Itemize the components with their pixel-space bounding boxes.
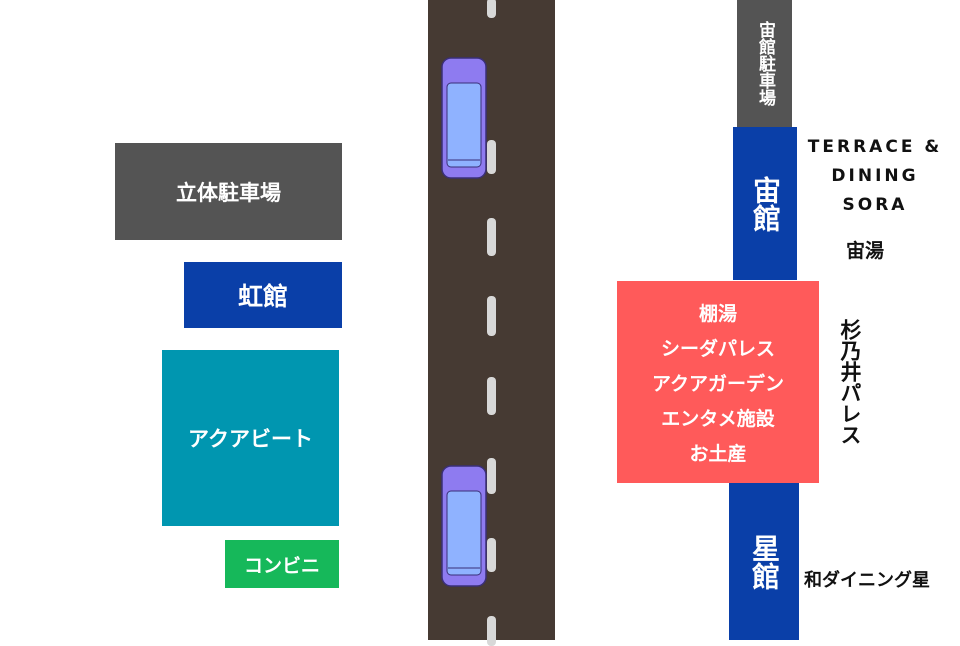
cedar-palace-label: シーダパレス: [660, 337, 775, 360]
car-icon: [441, 465, 487, 587]
lane-marking: [487, 616, 496, 646]
lane-marking: [487, 140, 496, 174]
convenience-store[interactable]: コンビニ: [225, 540, 339, 588]
lane-marking: [487, 0, 496, 18]
lane-marking: [487, 538, 496, 572]
hoshi-kan-building[interactable]: 星館: [729, 483, 799, 640]
car-icon: [441, 57, 487, 179]
lane-marking: [487, 377, 496, 415]
aqua-beat-label: アクアビート: [188, 427, 313, 451]
lane-marking: [487, 296, 496, 336]
sora-kan-label: 宙館: [749, 175, 782, 232]
convenience-store-label: コンビニ: [243, 554, 320, 577]
lane-marking: [487, 458, 496, 494]
parking-building-label: 立体駐車場: [176, 180, 281, 205]
sora-kan-parking-label: 宙館駐車場: [755, 21, 775, 106]
niji-kan-building[interactable]: 虹館: [184, 262, 342, 328]
aqua-beat-building[interactable]: アクアビート: [162, 350, 339, 526]
terrace-dining-sora-label: TERRACE & DINING SORA: [800, 133, 950, 220]
entertainment-label: エンタメ施設: [661, 407, 775, 430]
hoshi-kan-label: 星館: [748, 533, 781, 590]
sugi-no-i-palace-label: 杉乃井パレス: [838, 319, 862, 445]
center-facility-block[interactable]: 棚湯 シーダパレス アクアガーデン エンタメ施設 お土産: [617, 281, 819, 483]
niji-kan-label: 虹館: [237, 282, 288, 311]
souvenir-label: お土産: [689, 442, 747, 465]
sora-kan-building[interactable]: 宙館: [733, 127, 797, 280]
tanayu-label: 棚湯: [698, 302, 737, 325]
aqua-garden-label: アクアガーデン: [651, 372, 785, 395]
terrace-line-3: SORA: [842, 195, 908, 215]
parking-building[interactable]: 立体駐車場: [115, 143, 342, 240]
wa-dining-hoshi-label: 和ダイニング星: [804, 570, 930, 591]
lane-marking: [487, 218, 496, 256]
sora-kan-parking[interactable]: 宙館駐車場: [737, 0, 792, 127]
terrace-line-1: TERRACE &: [807, 137, 943, 157]
sora-yu-label: 宙湯: [846, 240, 885, 262]
terrace-line-2: DINING: [831, 166, 919, 186]
